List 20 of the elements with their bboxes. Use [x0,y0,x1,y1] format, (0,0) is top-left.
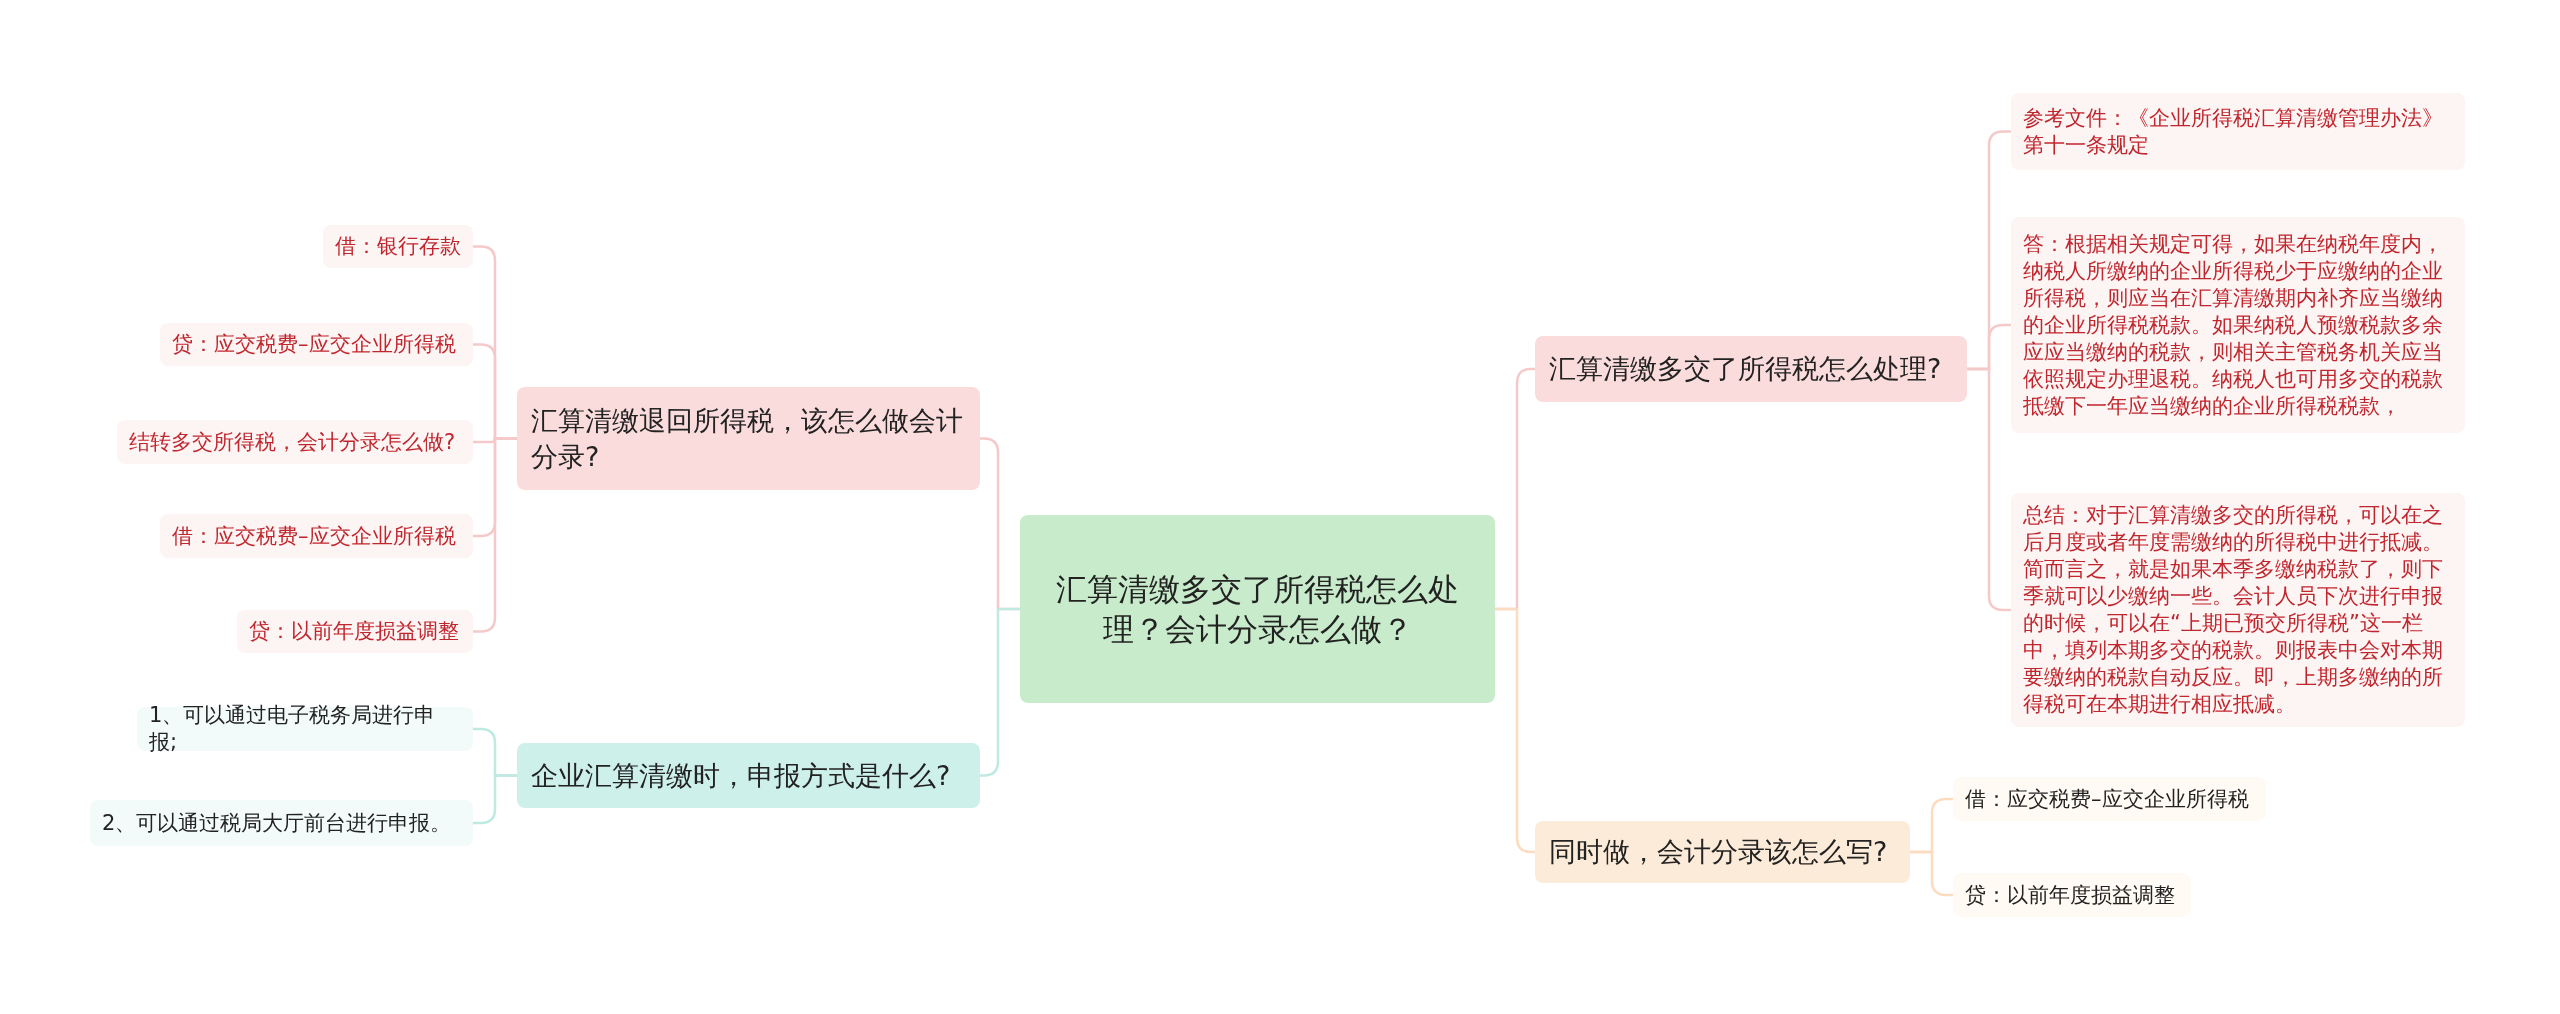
connector-line [473,774,517,825]
leaf-box: 贷：应交税费–应交企业所得税 [160,323,473,366]
leaf-box: 结转多交所得税，会计分录怎么做? [117,420,473,464]
leaf-box: 2、可以通过税局大厅前台进行申报。 [90,800,473,846]
topic-box: 同时做，会计分录该怎么写? [1535,821,1910,883]
leaf-box: 贷：以前年度损益调整 [1953,873,2191,917]
leaf-box: 贷：以前年度损益调整 [237,610,473,653]
leaf-box: 借：应交税费–应交企业所得税 [1953,777,2266,821]
topic-box: 企业汇算清缴时，申报方式是什么? [517,743,980,808]
leaf-box: 借：银行存款 [323,225,473,268]
connector-line [473,437,517,633]
connector-line [1967,367,2011,612]
topic-box: 汇算清缴多交了所得税怎么处理? [1535,336,1967,402]
connector-line [1910,850,1953,897]
leaf-box: 参考文件：《企业所得税汇算清缴管理办法》第十一条规定 [2011,93,2465,170]
leaf-box: 借：应交税费–应交企业所得税 [160,514,473,558]
topic-box: 汇算清缴多交了所得税怎么处理？会计分录怎么做？ [1020,515,1495,703]
leaf-box: 答：根据相关规定可得，如果在纳税年度内，纳税人所缴纳的企业所得税少于应缴纳的企业所得税，则应当在汇算清缴期内补齐应当缴纳的企业所得税税款。如果纳税人预缴税款多余应应当缴纳的税款，则相关主管税务机关应当依照规定办理退税。纳税人也可用多交的税款抵缴下一年应当缴纳的企业所得税税款， [2011,217,2465,433]
leaf-box: 总结：对于汇算清缴多交的所得税，可以在之后月度或者年度需缴纳的所得税中进行抵减。简而言之，就是如果本季多缴纳税款了，则下季就可以少缴纳一些。会计人员下次进行申报的时候，可以在“上期已预交所得税”这一栏中，填列本期多交的税款。则报表中会对本期要缴纳的税款自动反应。即，上期多缴纳的所得税可在本期进行相应抵减。 [2011,493,2465,727]
topic-box: 汇算清缴退回所得税，该怎么做会计分录? [517,387,980,490]
